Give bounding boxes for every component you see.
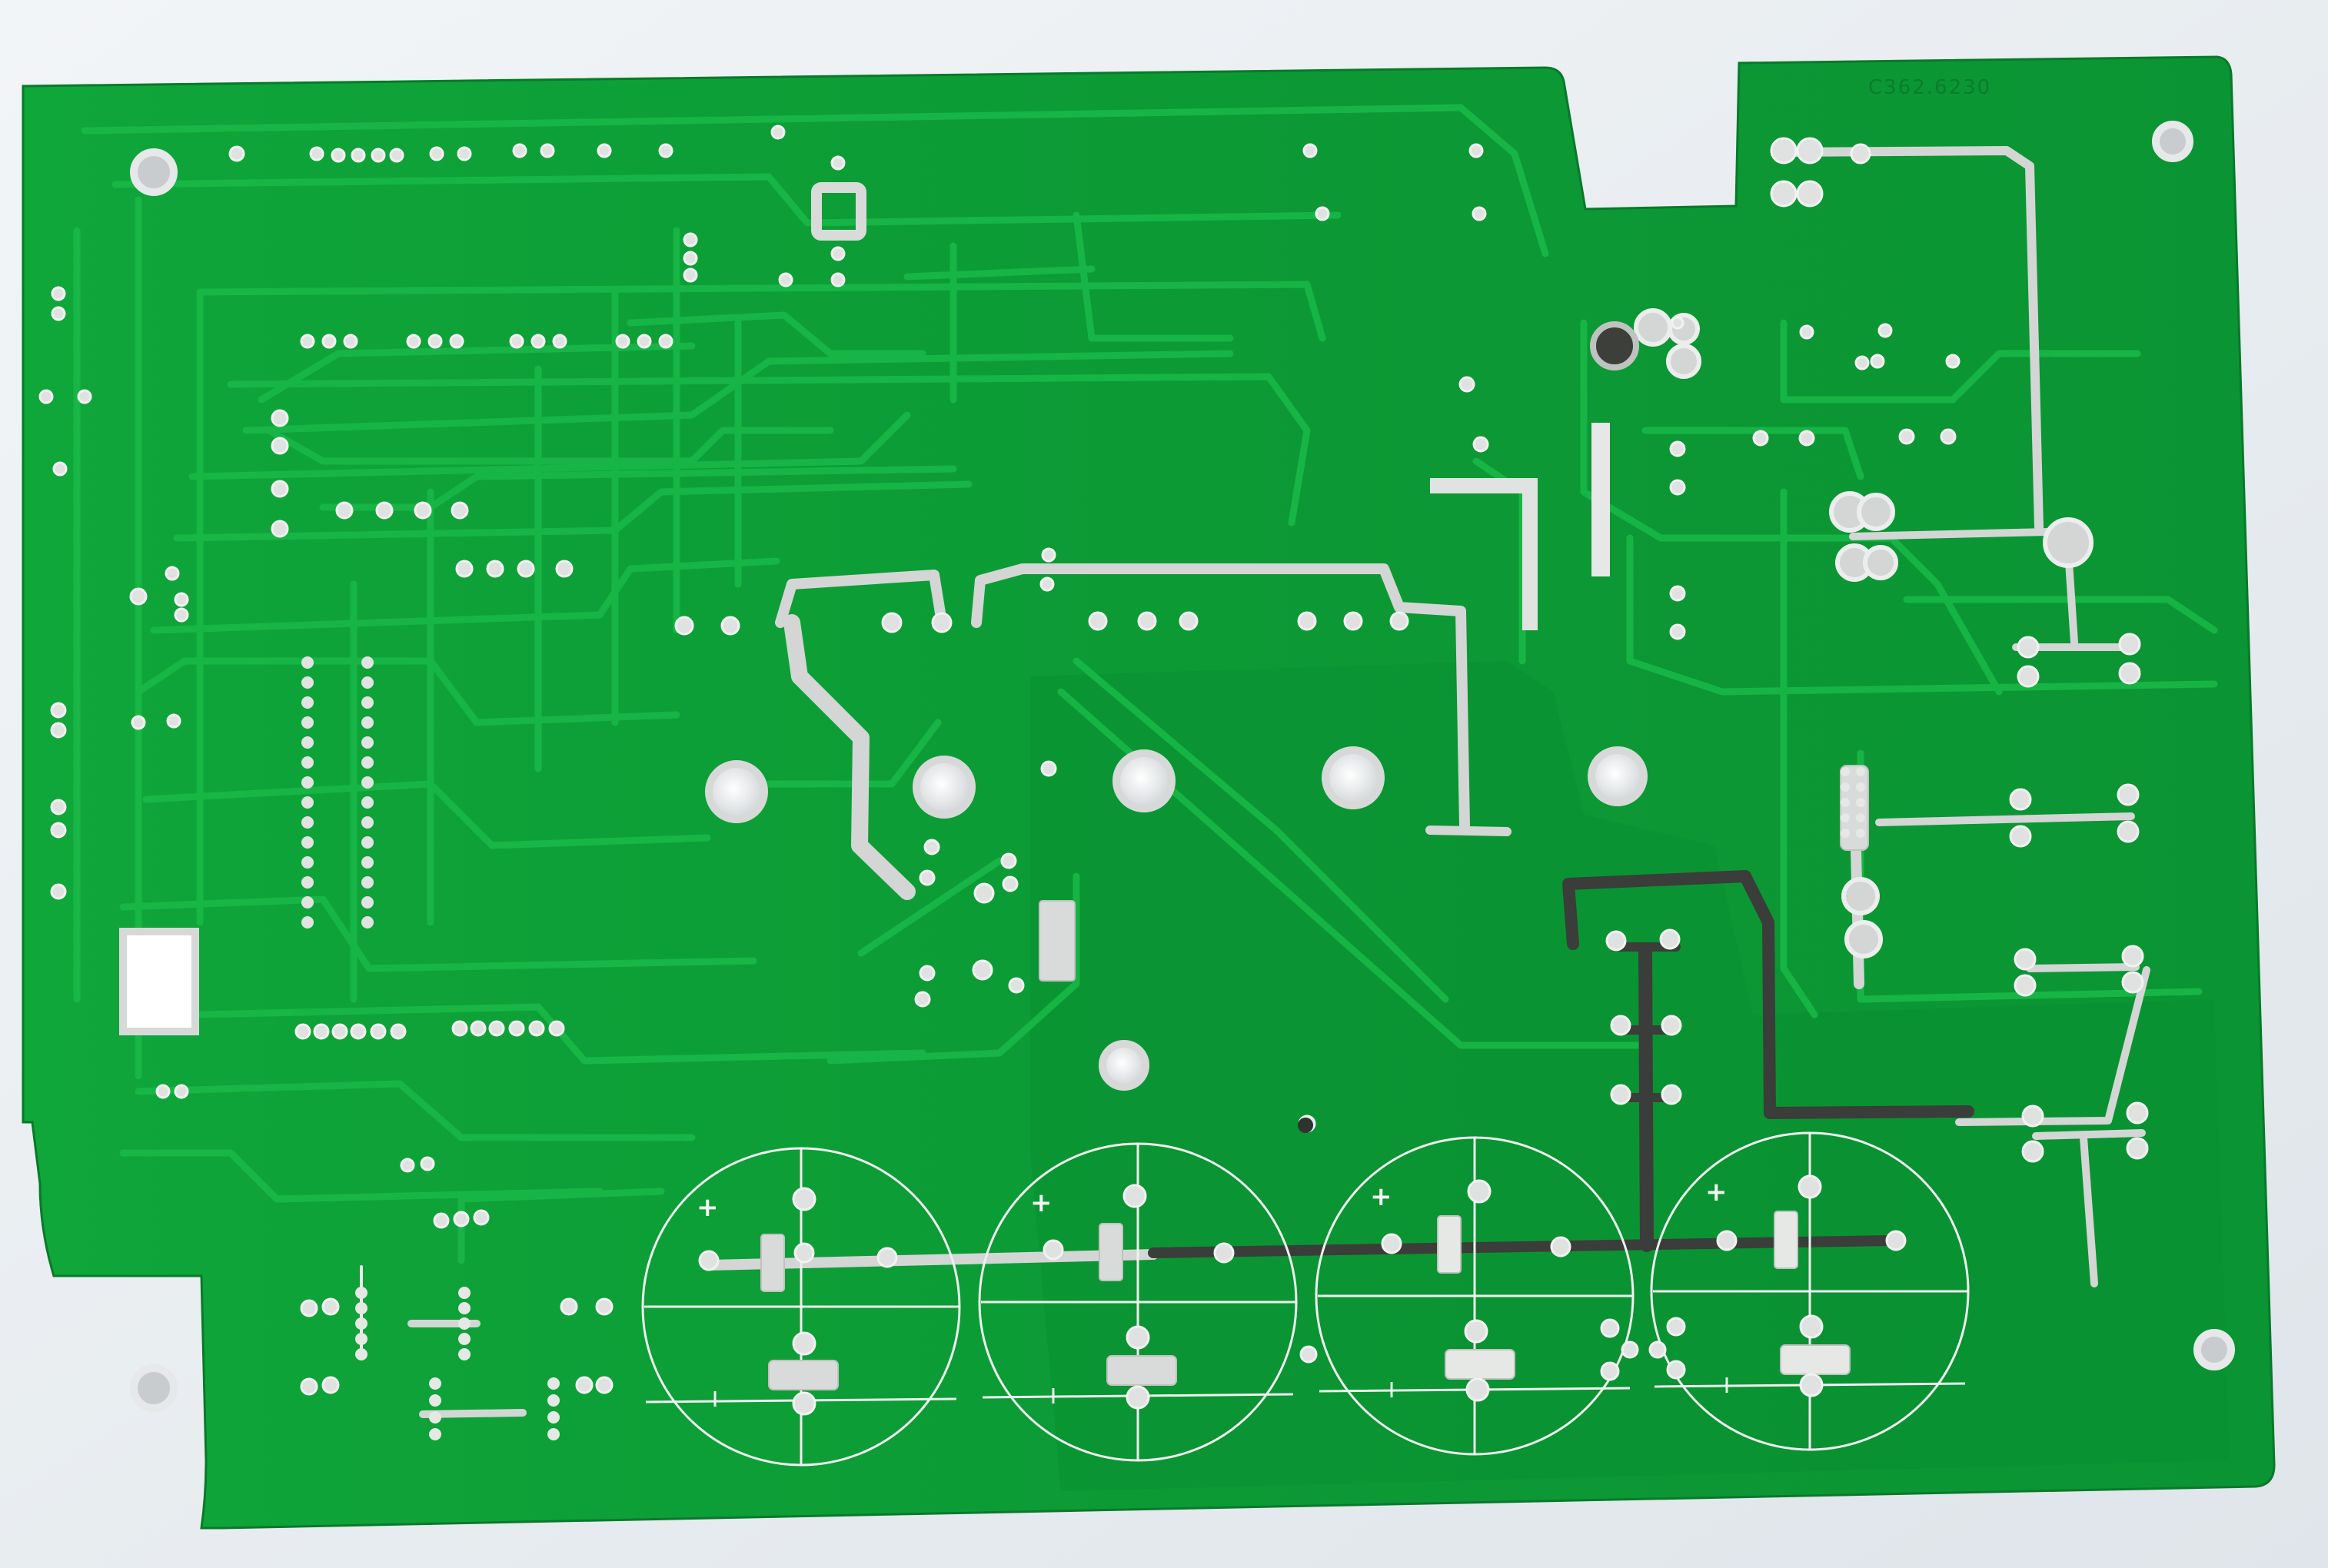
large-through-holes — [705, 746, 1648, 1091]
connector-pin-rows — [355, 767, 1865, 1440]
mounting-hole-top-right — [2152, 121, 2193, 162]
capacitor-plus-marks: + + + + — [697, 1177, 1728, 1223]
dark-via — [1298, 1118, 1313, 1133]
ic-u1-pins — [301, 656, 374, 929]
ground-plane-region — [1030, 661, 2230, 1491]
power-pads — [1634, 308, 2094, 958]
board-slot-l-shape — [1430, 478, 1538, 630]
board-cutout-slot — [119, 928, 199, 1035]
dark-copper-traces — [1148, 870, 1974, 1258]
component-pads — [38, 125, 2149, 1416]
mounting-holes — [130, 121, 2235, 1412]
mounting-hole-bottom-left — [130, 1364, 178, 1412]
plus-mark-c2: + — [1030, 1188, 1053, 1218]
plus-mark-c3: + — [1370, 1181, 1392, 1212]
plus-mark-c1: + — [697, 1192, 719, 1223]
plus-mark-c4: + — [1705, 1177, 1728, 1208]
mounting-hole-top-left — [130, 148, 178, 196]
mounting-hole-bottom-right — [2193, 1329, 2235, 1370]
dark-pad — [1590, 321, 1639, 370]
board-part-number: C362.6230 — [1868, 76, 1991, 99]
board-slot-mid — [1591, 423, 1610, 576]
